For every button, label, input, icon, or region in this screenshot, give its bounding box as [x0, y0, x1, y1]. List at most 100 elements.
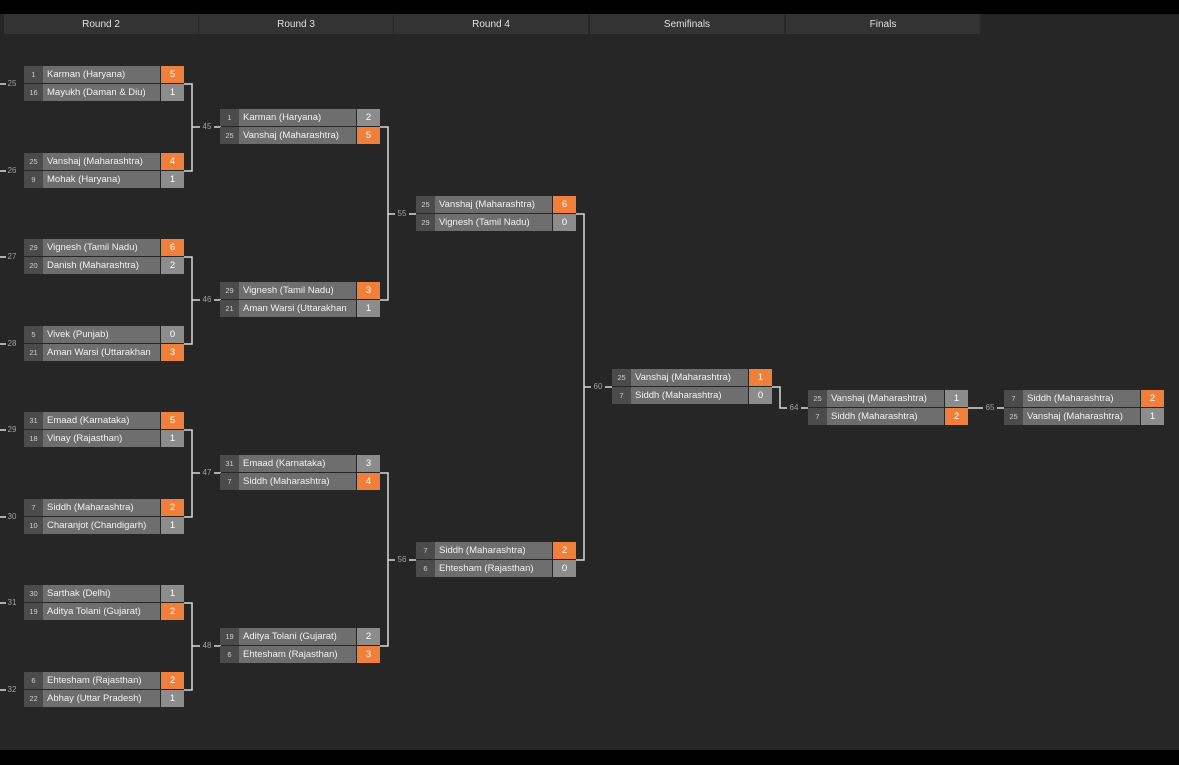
match-number: 47 — [202, 468, 212, 477]
round-headers: Round 2 Round 3 Round 4 Semifinals Final… — [0, 14, 981, 34]
score: 0 — [749, 387, 772, 404]
participant-name: Charanjot (Chandigarh) — [43, 517, 160, 534]
match-number: 25 — [7, 79, 17, 88]
score: 5 — [161, 66, 184, 83]
seed: 7 — [24, 499, 43, 516]
participant-name: Siddh (Maharashtra) — [435, 542, 552, 559]
participant-name: Siddh (Maharashtra) — [43, 499, 160, 516]
participant-name: Vignesh (Tamil Nadu) — [43, 239, 160, 256]
round-header-semifinals: Semifinals — [590, 14, 785, 34]
score: 3 — [161, 344, 184, 361]
seed: 31 — [220, 455, 239, 472]
seed: 1 — [220, 109, 239, 126]
seed: 9 — [24, 171, 43, 188]
seed: 29 — [24, 239, 43, 256]
score: 2 — [161, 672, 184, 689]
score: 2 — [161, 603, 184, 620]
seed: 6 — [220, 646, 239, 663]
seed: 6 — [24, 672, 43, 689]
participant-name: Vanshaj (Maharashtra) — [43, 153, 160, 170]
seed: 31 — [24, 412, 43, 429]
score: 1 — [161, 690, 184, 707]
participant-name: Vanshaj (Maharashtra) — [827, 390, 944, 407]
score: 1 — [161, 517, 184, 534]
participant-name: Emaad (Karnataka) — [43, 412, 160, 429]
score: 2 — [357, 628, 380, 645]
participant-name: Mayukh (Daman & Diu) — [43, 84, 160, 101]
seed: 16 — [24, 84, 43, 101]
score: 2 — [357, 109, 380, 126]
participant-name: Siddh (Maharashtra) — [631, 387, 748, 404]
seed: 30 — [24, 585, 43, 602]
score: 2 — [553, 542, 576, 559]
match-number: 48 — [202, 641, 212, 650]
score: 6 — [161, 239, 184, 256]
round-header-round-3: Round 3 — [199, 14, 394, 34]
seed: 22 — [24, 690, 43, 707]
top-black-bar — [0, 0, 1179, 14]
participant-name: Karman (Haryana) — [43, 66, 160, 83]
participant-name: Ehtesham (Rajasthan) — [435, 560, 552, 577]
seed: 7 — [612, 387, 631, 404]
match-number: 27 — [7, 252, 17, 261]
score: 0 — [161, 326, 184, 343]
seed: 25 — [1004, 408, 1023, 425]
participant-name: Vanshaj (Maharashtra) — [435, 196, 552, 213]
score: 6 — [553, 196, 576, 213]
score: 1 — [161, 430, 184, 447]
match-number: 56 — [397, 555, 407, 564]
